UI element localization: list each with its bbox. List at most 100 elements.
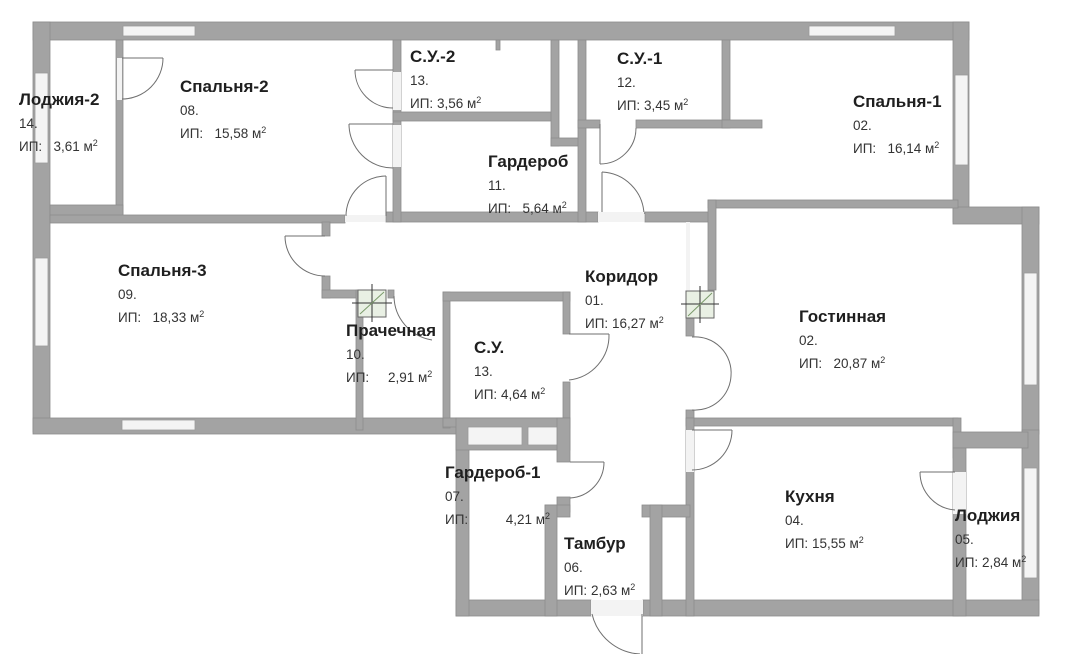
wall-wardrobe1-right-top [556,417,571,463]
shelf-2 [527,426,561,446]
room-number: 02. [853,118,872,133]
room-bath1: С.У.-1 12. ИП: 3,45 м2 [617,50,688,112]
room-area: ИП: 5,64 м2 [488,199,567,216]
door-bath3[interactable] [568,333,610,381]
room-area: ИП: 15,55 м2 [785,534,864,551]
wall-corridor-top-right [644,211,716,223]
room-bedroom3: Спальня-3 09. ИП: 18,33 м2 [118,262,207,324]
door-bath2[interactable] [354,69,394,109]
window-bedroom3 [34,257,49,347]
room-number: 14. [19,116,38,131]
room-number: 07. [445,489,464,504]
kitchen-door-opening [686,430,694,472]
room-number: 13. [410,73,429,88]
door-bath1[interactable] [599,124,637,165]
wall-bath1-bottom-r [635,119,729,129]
wall-vestibule-top-r [641,504,691,518]
room-area: ИП: 18,33 м2 [118,308,205,325]
door-bedroom2[interactable] [345,175,387,217]
door-loggia[interactable] [919,471,956,511]
door-bedroom3[interactable] [284,235,326,277]
room-number: 02. [799,333,818,348]
room-name: Коридор [585,267,659,286]
room-number: 01. [585,293,604,308]
room-area: ИП: 3,56 м2 [410,94,482,111]
loggia-door-opening [953,472,966,514]
door-living-double[interactable] [691,336,732,411]
room-loggia2: Лоджия-2 14. ИП: 3,61 м2 [19,91,99,153]
room-vestibule: Тамбур 06. ИП: 2,63 м2 [564,535,635,597]
room-area: ИП: 3,45 м2 [617,96,689,113]
wardrobe-door-opening-l [393,125,401,167]
room-corridor: Коридор 01. ИП: 16,27 м2 [585,268,664,330]
room-name: Гостинная [799,307,887,326]
room-wardrobe: Гардероб 11. ИП: 5,64 м2 [488,153,568,215]
room-area: ИП: 16,27 м2 [585,314,664,331]
loggia2-door-opening [117,58,122,100]
room-name: С.У. [474,338,505,357]
room-number: 09. [118,287,137,302]
wall-shaft-left [550,39,560,147]
door-loggia2[interactable] [121,57,164,100]
wall-laundry-top-r [387,289,395,299]
room-area: ИП: 2,91 м2 [346,368,433,384]
room-area: ИП: 2,84 м2 [955,553,1027,570]
window-loggia2 [34,72,49,164]
wall-bath2-bottom [392,111,559,122]
window-bedroom1 [954,74,969,166]
door-kitchen[interactable] [691,429,733,471]
room-number: 06. [564,560,583,575]
room-loggia: Лоджия 05. ИП: 2,84 м2 [955,507,1026,569]
room-name: Прачечная [346,322,437,340]
corridor-opening-top [598,212,644,222]
room-number: 04. [785,513,804,528]
window-loggia [1023,467,1038,579]
room-name: Лоджия-2 [19,90,100,109]
window-bottom-bedroom3 [121,419,196,431]
wall-bath3-right-top [562,291,571,335]
room-area: ИП: 2,63 м2 [564,581,636,598]
wall-bath1-bottom-l [577,119,601,129]
room-area: ИП: 4,64 м2 [474,385,546,402]
wall-bottom-wardrobe1 [455,599,592,617]
room-bedroom2: Спальня-2 08. ИП: 15,58 м2 [180,78,269,140]
room-number: 10. [346,347,365,362]
window-top-bedroom1 [808,25,896,37]
wall-bath1-right [721,39,731,129]
room-laundry: Прачечная 10. ИП: 2,91 м2 [346,322,444,384]
wall-bedroom2-bottom [49,214,346,224]
door-laundry[interactable] [393,295,433,341]
wall-vestibule-right [649,504,663,617]
room-name: Спальня-3 [118,261,207,280]
room-wardrobe1: Гардероб-1 07. ИП: 4,21 м2 [445,464,550,526]
room-bath3: С.У. 13. ИП: 4,64 м2 [474,339,545,401]
door-entrance[interactable] [591,613,643,654]
door-corridor-upper[interactable] [601,171,645,216]
door-wardrobe1[interactable] [569,461,605,499]
room-name: Гардероб-1 [445,463,541,482]
wall-shaft-right [577,39,587,223]
room-number: 11. [488,178,506,193]
room-name: Тамбур [564,534,626,553]
room-name: С.У.-1 [617,49,663,68]
bedroom2-door-opening [345,215,385,222]
room-area: ИП: 15,58 м2 [180,124,267,141]
room-number: 05. [955,532,974,547]
room-bath2: С.У.-2 13. ИП: 3,56 м2 [410,48,481,110]
wall-laundry-right [442,291,451,429]
room-name: Кухня [785,487,835,506]
room-number: 12. [617,75,636,90]
room-area: ИП: 4,21 м2 [445,510,551,527]
room-name: Гардероб [488,152,569,171]
room-name: Лоджия [955,506,1021,525]
room-living: Гостинная 02. ИП: 20,87 м2 [799,308,886,370]
wall-living-left-top [707,199,717,291]
wall-bedroom1-nub [721,119,763,129]
room-number: 13. [474,364,493,379]
ventilation-shaft-corridor [681,286,719,323]
door-wardrobe[interactable] [348,123,394,169]
room-area: ИП: 16,14 м2 [853,139,940,156]
wall-bedroom3-right-top [321,221,331,237]
wall-bath2-nub [495,39,501,51]
